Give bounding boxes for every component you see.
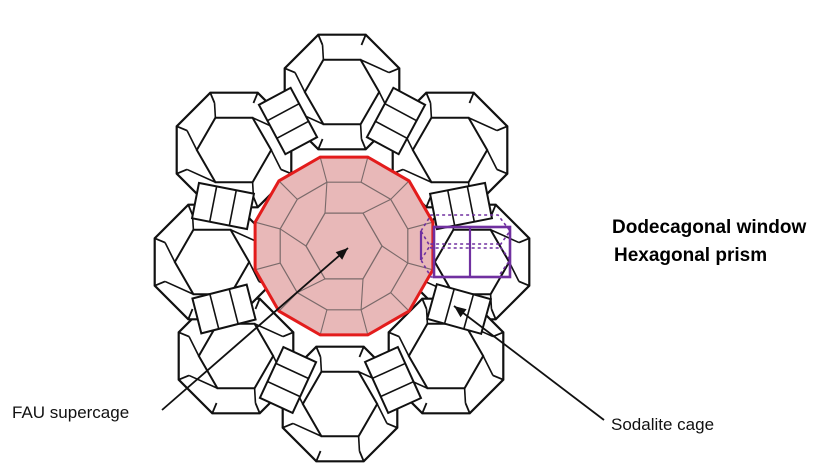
cage-edge	[323, 45, 324, 60]
cage-edge	[321, 357, 322, 372]
fau-supercage-region	[255, 157, 433, 335]
cage-edge	[465, 388, 466, 403]
cage-edge	[215, 103, 216, 118]
cage-edge	[255, 388, 256, 403]
cage-edge	[361, 124, 362, 139]
cage-edge	[431, 103, 432, 118]
dodecagonal-window-label: Dodecagonal window	[612, 218, 806, 237]
hexagonal-prism-label: Hexagonal prism	[614, 246, 767, 265]
fau-supercage-label: FAU supercage	[12, 404, 129, 421]
cage-edge	[359, 436, 360, 451]
sodalite-cage-label: Sodalite cage	[611, 416, 714, 433]
